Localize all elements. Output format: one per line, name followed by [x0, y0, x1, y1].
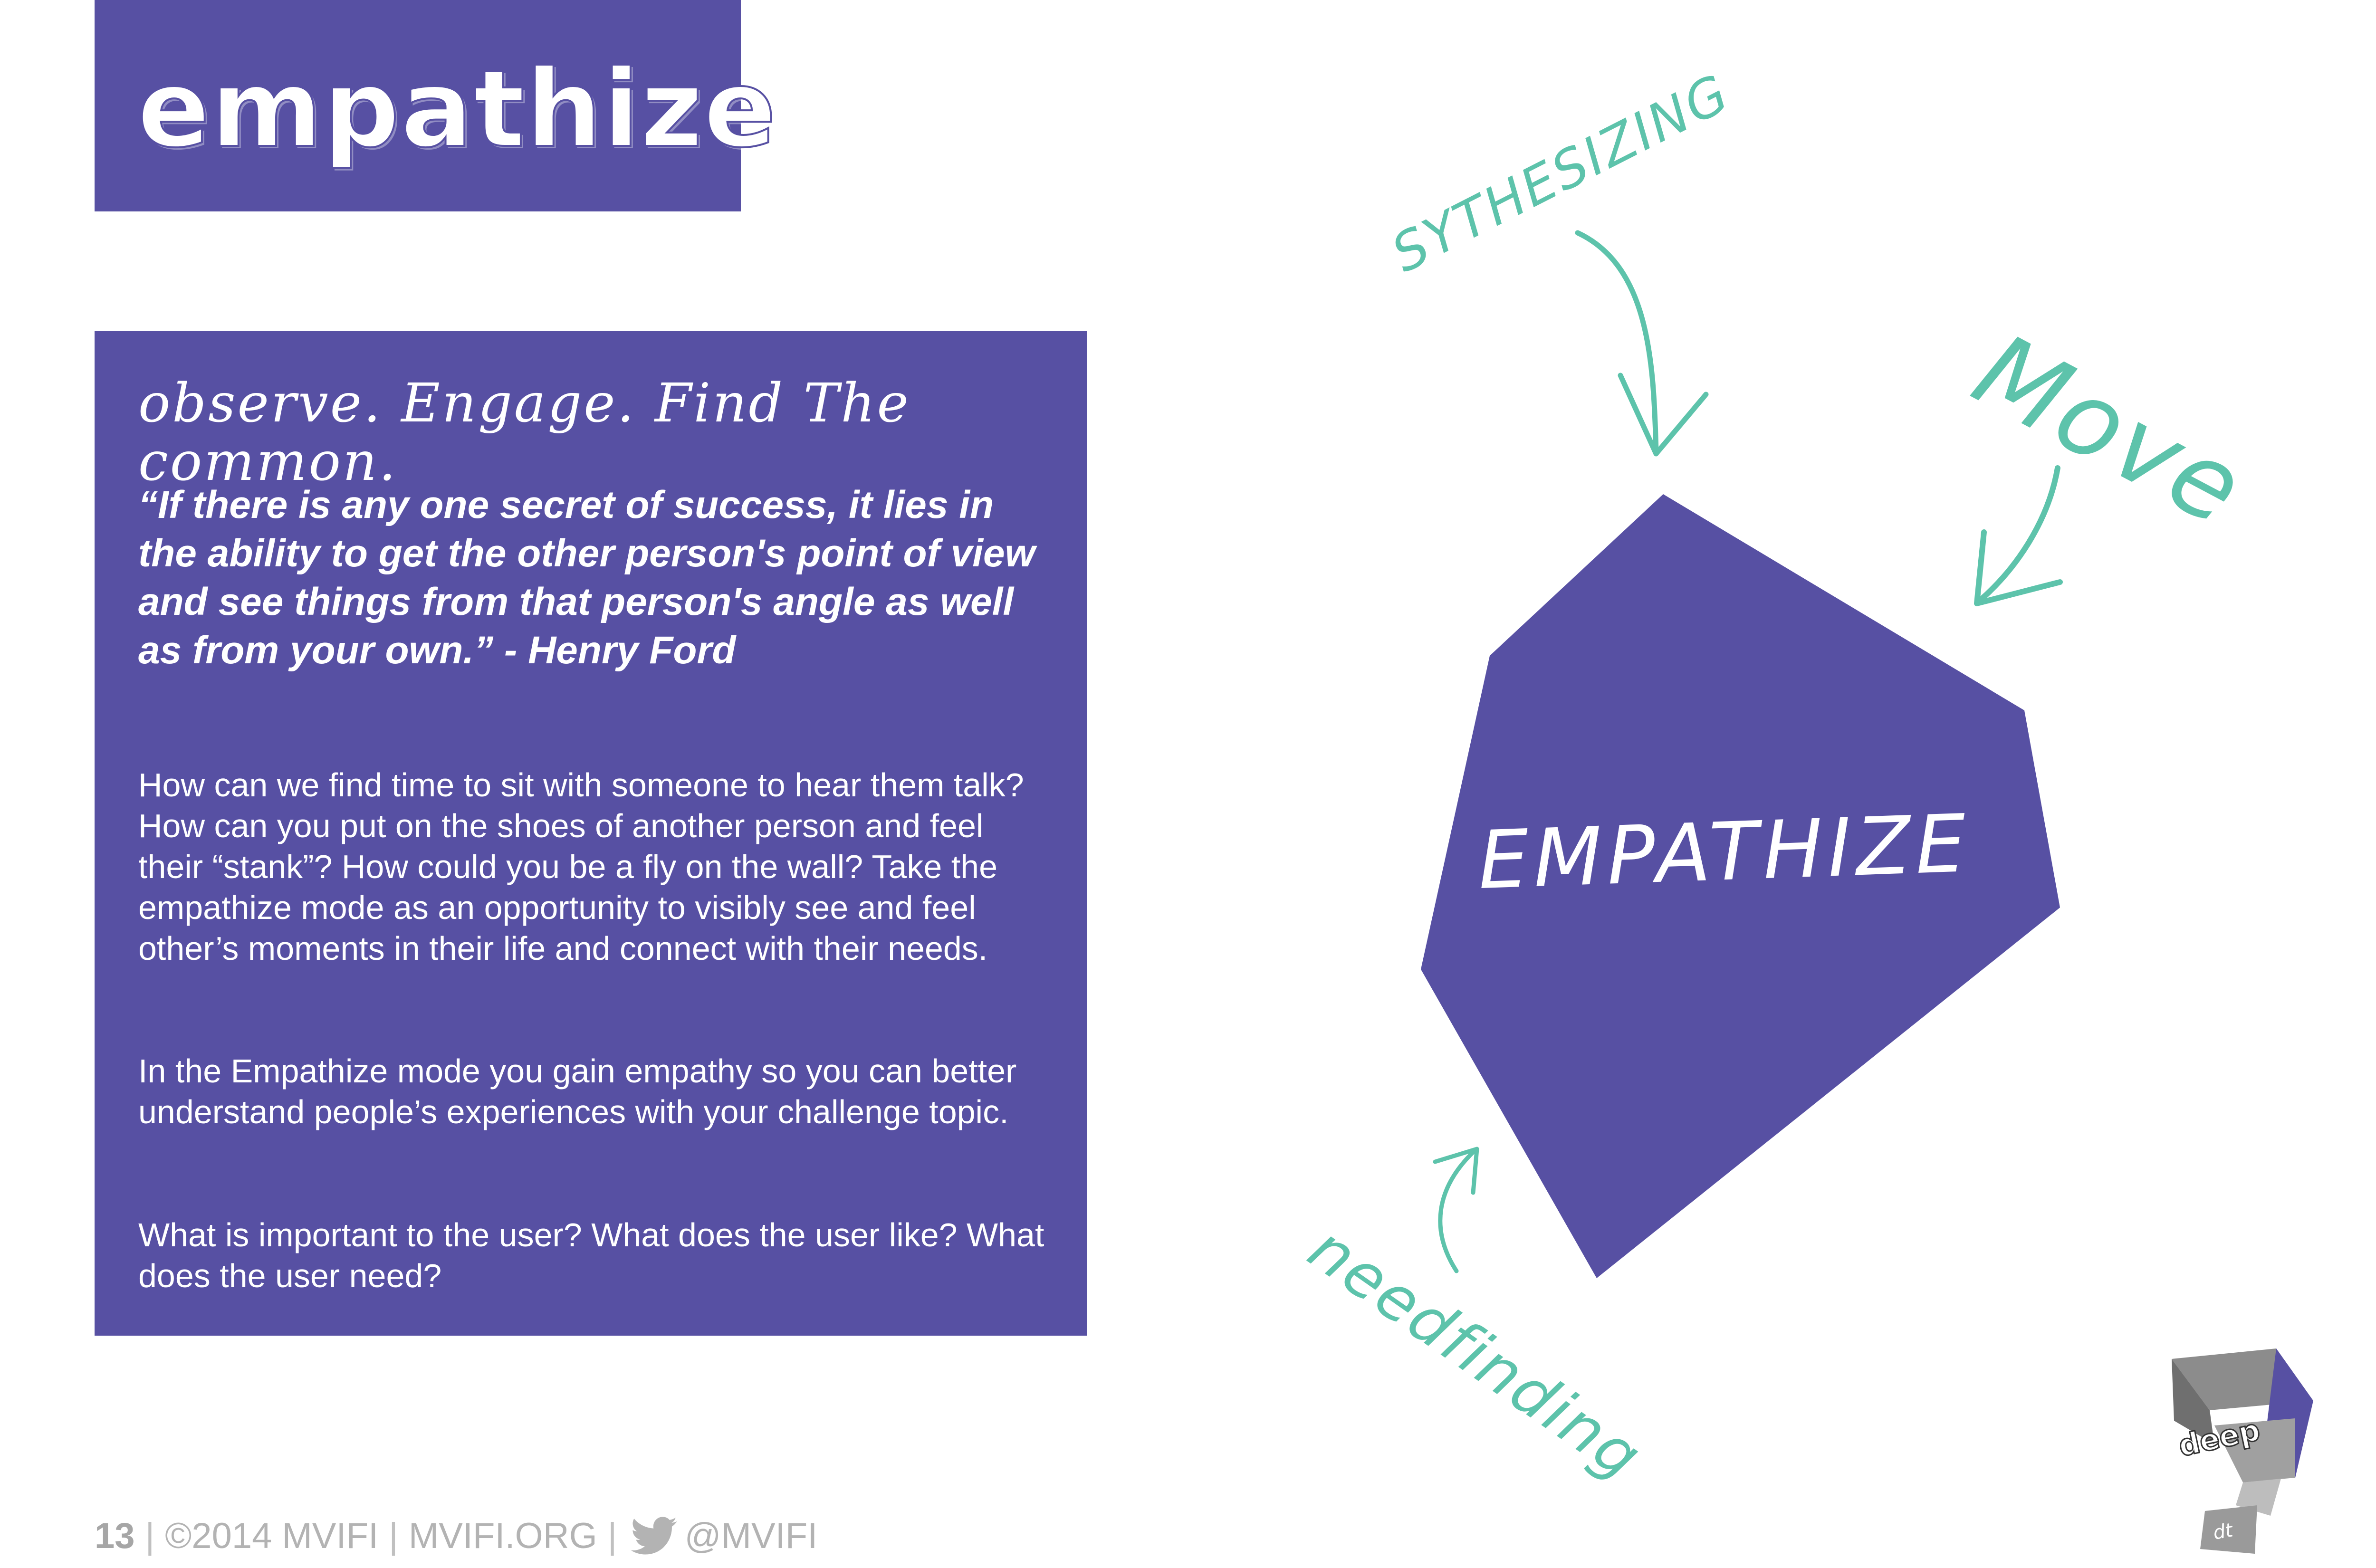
footer: 13 | ©2014 MVIFI | MVIFI.ORG | @MVIFI — [95, 1517, 817, 1556]
synthesizing-arrowhead-icon — [1618, 373, 1709, 457]
page-number: 13 — [95, 1516, 135, 1556]
footer-divider: | — [607, 1516, 617, 1556]
move-arrow-icon — [1976, 465, 2060, 604]
footer-divider: | — [145, 1516, 155, 1556]
arrow-label-synthesizing: SYTHESIZING — [1382, 62, 1739, 284]
move-arrowhead-icon — [1974, 529, 2063, 606]
empathize-shape-label: EMPATHIZE — [1476, 797, 1972, 907]
paragraph-1: How can we find time to sit with someone… — [138, 766, 1024, 967]
empathize-shape — [1421, 494, 2060, 1278]
arrow-label-move: Move — [1956, 310, 2264, 550]
page-title: empathize — [136, 47, 777, 172]
title-banner: empathize — [95, 0, 777, 211]
footer-site-link[interactable]: MVIFI.ORG — [408, 1516, 597, 1556]
paragraph-3: What is important to the user? What does… — [138, 1216, 1044, 1294]
needfinding-arrow-icon — [1438, 1147, 1478, 1273]
content-panel: observe. Engage. Find The common. “If th… — [95, 331, 1087, 1336]
footer-divider: | — [389, 1516, 398, 1556]
needfinding-arrowhead-icon — [1433, 1147, 1479, 1195]
twitter-bird-icon — [630, 1517, 678, 1556]
paragraph-2: In the Empathize mode you gain empathy s… — [138, 1052, 1017, 1130]
footer-copyright: ©2014 MVIFI — [165, 1516, 379, 1556]
quote: “If there is any one secret of success, … — [138, 483, 1035, 672]
tagline: observe. Engage. Find The common. — [138, 373, 910, 493]
logo-sub: dt — [2212, 1519, 2235, 1544]
synthesizing-arrow-icon — [1575, 230, 1659, 454]
deep-dt-logo: deep dt — [2172, 1348, 2313, 1554]
footer-twitter-handle[interactable]: @MVIFI — [684, 1516, 818, 1556]
empathize-diagram: EMPATHIZE SYTHESIZING Move needfinding d… — [1217, 57, 2376, 1554]
